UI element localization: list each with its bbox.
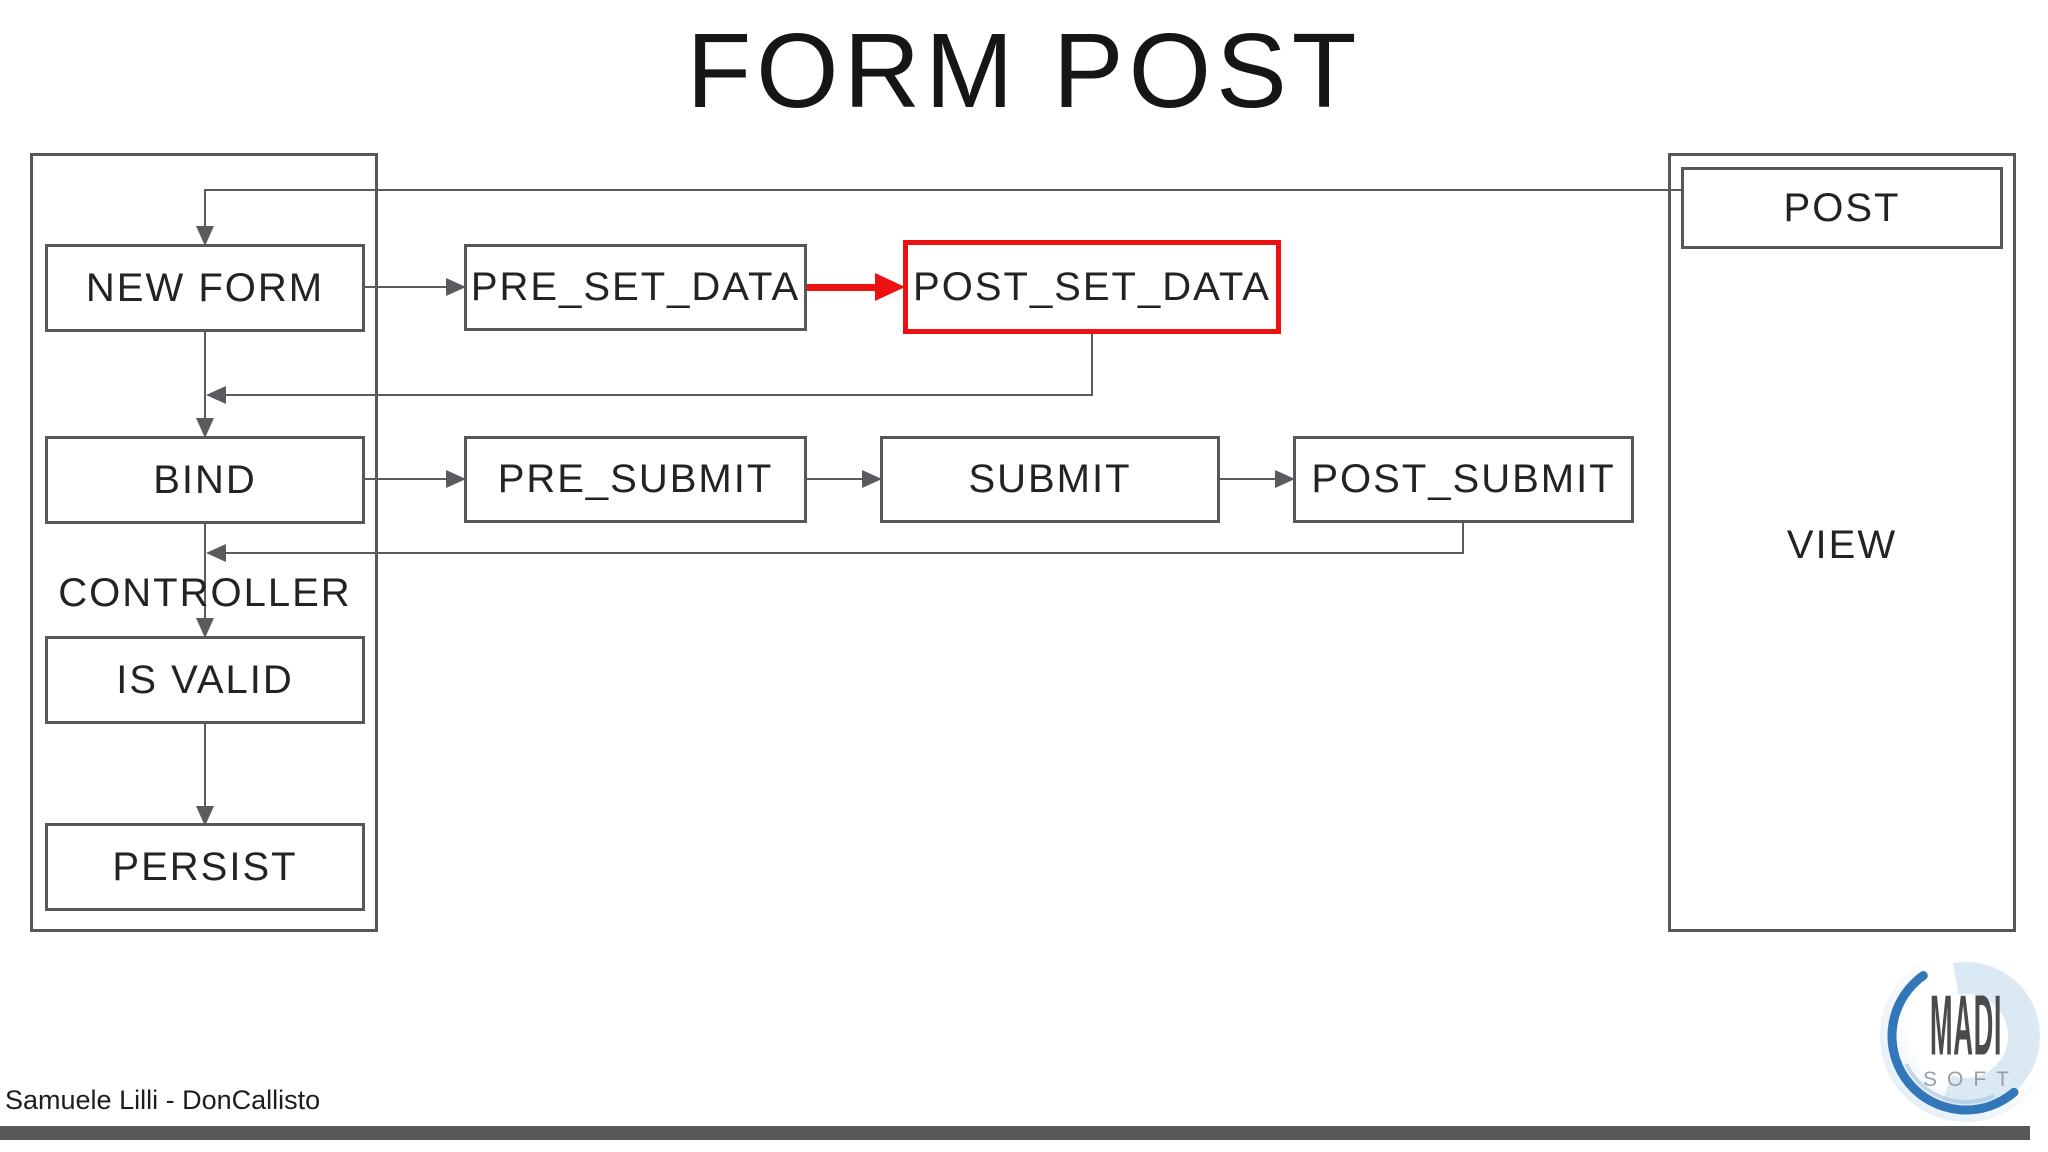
arrowhead-into-presetdata-icon <box>446 278 466 296</box>
connector-postsubmit-drop <box>1462 523 1464 554</box>
pre-set-data-box: PRE_SET_DATA <box>464 244 807 331</box>
arrowhead-into-newform-icon <box>196 226 214 246</box>
arrowhead-into-submit-icon <box>862 470 882 488</box>
connector-newform-to-presetdata <box>363 286 447 288</box>
madisoft-logo: MADI SOFT <box>1880 950 2048 1122</box>
arrowhead-into-bind-icon <box>196 418 214 438</box>
connector-bind-to-presubmit <box>363 478 447 480</box>
logo-madi-text: MADI <box>1929 978 2003 1074</box>
connector-postsetdata-return <box>226 394 1093 396</box>
connector-postsetdata-drop <box>1091 332 1093 396</box>
post-set-data-box: POST_SET_DATA <box>903 240 1281 334</box>
controller-label: CONTROLLER <box>58 570 352 615</box>
connector-presetdata-to-postsetdata <box>806 284 876 291</box>
arrowhead-return-to-newform-line-icon <box>206 386 226 404</box>
is-valid-box: IS VALID <box>45 636 365 724</box>
pre-submit-box: PRE_SUBMIT <box>464 436 807 523</box>
arrowhead-into-postsubmit-icon <box>1275 470 1295 488</box>
connector-presubmit-to-submit <box>806 478 863 480</box>
slide-title: FORM POST <box>686 12 1362 130</box>
arrowhead-return-to-bind-line-icon <box>206 544 226 562</box>
view-group-container <box>1668 153 2016 932</box>
arrowhead-into-postsetdata-icon <box>875 273 905 301</box>
connector-isvalid-to-persist <box>204 723 206 808</box>
view-label: VIEW <box>1786 522 1898 567</box>
connector-bind-to-isvalid <box>204 523 206 619</box>
arrowhead-into-persist-icon <box>196 806 214 826</box>
connector-newform-to-bind <box>204 331 206 419</box>
connector-post-to-newform <box>204 189 1681 191</box>
connector-postsubmit-return <box>226 552 1463 554</box>
bottom-bar <box>0 1126 2030 1140</box>
submit-box: SUBMIT <box>880 436 1220 523</box>
new-form-box: NEW FORM <box>45 244 365 332</box>
connector-post-to-newform-drop <box>204 189 206 227</box>
persist-box: PERSIST <box>45 823 365 911</box>
logo-watercolor-circle-icon <box>1887 957 2045 1115</box>
logo-soft-text: SOFT <box>1923 1068 2019 1091</box>
arrowhead-into-presubmit-icon <box>446 470 466 488</box>
post-box: POST <box>1681 167 2003 249</box>
post-submit-box: POST_SUBMIT <box>1293 436 1634 523</box>
connector-submit-to-postsubmit <box>1219 478 1276 480</box>
arrowhead-into-isvalid-icon <box>196 618 214 638</box>
bind-box: BIND <box>45 436 365 524</box>
controller-group-container <box>30 153 378 932</box>
author-credit: Samuele Lilli - DonCallisto <box>5 1085 321 1115</box>
